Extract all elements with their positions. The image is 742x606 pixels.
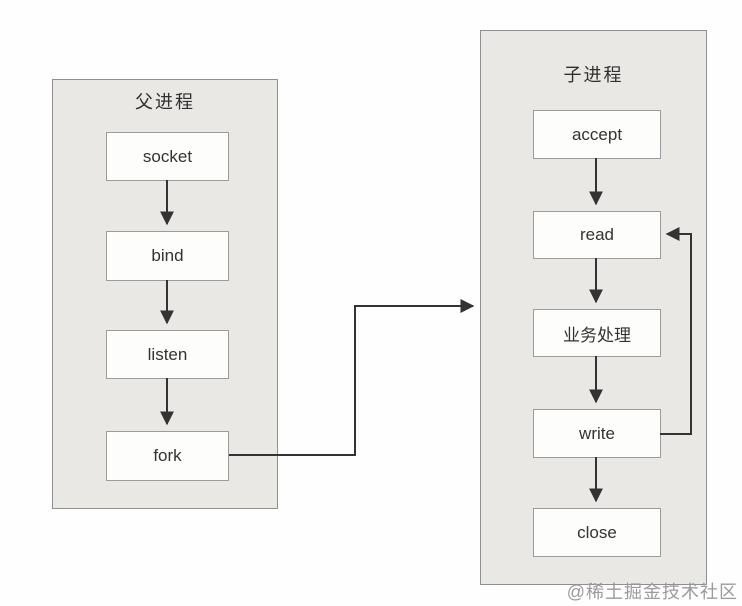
node-accept: accept bbox=[533, 110, 661, 159]
node-listen: listen bbox=[106, 330, 229, 379]
node-bind: bind bbox=[106, 231, 229, 281]
parent-process-group: 父进程 socket bind listen fork bbox=[52, 79, 278, 509]
node-socket: socket bbox=[106, 132, 229, 181]
child-process-group: 子进程 accept read 业务处理 write close bbox=[480, 30, 707, 585]
node-write: write bbox=[533, 409, 661, 458]
node-close: close bbox=[533, 508, 661, 557]
parent-process-title: 父进程 bbox=[135, 92, 195, 112]
node-fork: fork bbox=[106, 431, 229, 481]
child-process-title: 子进程 bbox=[563, 65, 624, 85]
watermark-text: @稀土掘金技术社区 bbox=[566, 582, 738, 602]
node-read: read bbox=[533, 211, 661, 259]
node-business-processing: 业务处理 bbox=[533, 309, 661, 357]
